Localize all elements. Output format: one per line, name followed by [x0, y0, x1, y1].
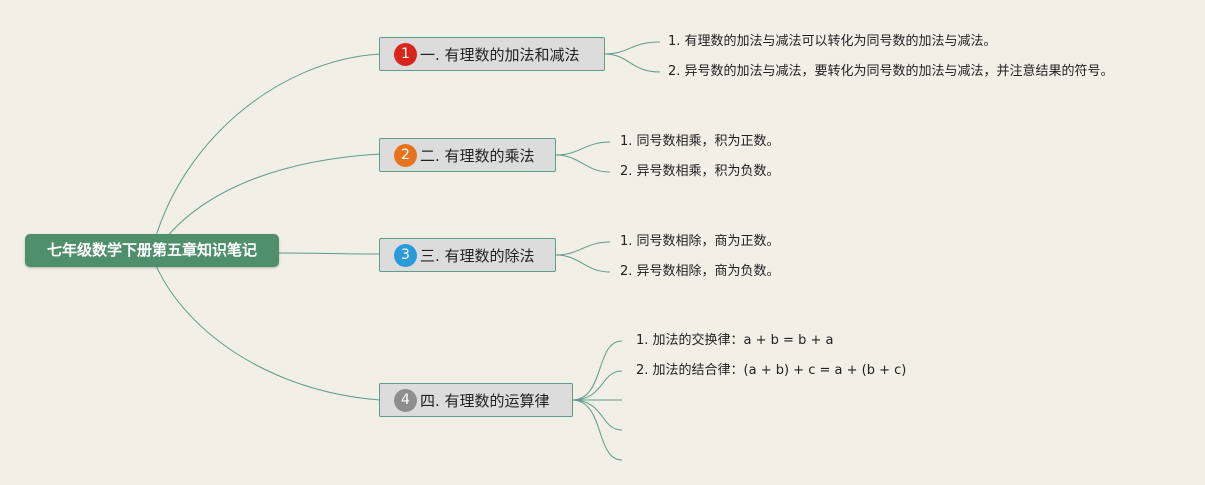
topic-node-2[interactable]: 2 二. 有理数的乘法 — [379, 138, 556, 172]
note-2-1[interactable]: 1. 同号数相乘，积为正数。 — [620, 134, 780, 149]
topic-node-4[interactable]: 4 四. 有理数的运算律 — [379, 383, 573, 417]
topic-node-3[interactable]: 3 三. 有理数的除法 — [379, 238, 556, 272]
topic-2-to-note-1 — [555, 141, 611, 156]
number-2-badge-icon: 2 — [394, 143, 417, 167]
root-node[interactable]: 七年级数学下册第五章知识笔记 — [25, 234, 279, 267]
note-4-2[interactable]: 2. 加法的结合律：(a + b) + c = a + (b + c) — [636, 363, 907, 378]
note-1-1[interactable]: 1. 有理数的加法与减法可以转化为同号数的加法与减法。 — [668, 34, 997, 49]
topic-4-to-note-2 — [571, 370, 623, 401]
note-3-1[interactable]: 1. 同号数相除，商为正数。 — [620, 234, 780, 249]
number-3-badge-icon: 3 — [394, 243, 417, 267]
topic-1-to-note-1 — [603, 41, 661, 55]
root-to-topic-2 — [157, 153, 381, 249]
note-2-2[interactable]: 2. 异号数相乘，积为负数。 — [620, 164, 780, 179]
note-4-1[interactable]: 1. 加法的交换律：a + b = b + a — [636, 333, 834, 348]
topic-2-to-note-2 — [555, 154, 611, 173]
topic-label-3: 三. 有理数的除法 — [420, 246, 535, 265]
topic-4-to-empty-5 — [571, 399, 623, 461]
note-1-2[interactable]: 2. 异号数的加法与减法，要转化为同号数的加法与减法，并注意结果的符号。 — [668, 64, 1114, 79]
topic-label-2: 二. 有理数的乘法 — [420, 146, 535, 165]
note-3-2[interactable]: 2. 异号数相除，商为负数。 — [620, 264, 780, 279]
root-to-topic-1 — [151, 53, 381, 251]
topic-label-1: 一. 有理数的加法和减法 — [420, 45, 580, 64]
topic-3-to-note-2 — [555, 254, 611, 273]
topic-label-4: 四. 有理数的运算律 — [420, 391, 550, 410]
topic-3-to-note-1 — [555, 241, 611, 256]
topic-4-to-note-1 — [571, 340, 623, 401]
topic-1-to-note-2 — [603, 53, 661, 73]
topic-4-to-empty-4 — [571, 399, 623, 431]
root-to-topic-3 — [277, 252, 381, 255]
topic-node-1[interactable]: 1 一. 有理数的加法和减法 — [379, 37, 605, 71]
number-1-badge-icon: 1 — [394, 42, 417, 66]
number-4-badge-icon: 4 — [394, 388, 417, 412]
root-to-topic-4 — [151, 255, 381, 401]
